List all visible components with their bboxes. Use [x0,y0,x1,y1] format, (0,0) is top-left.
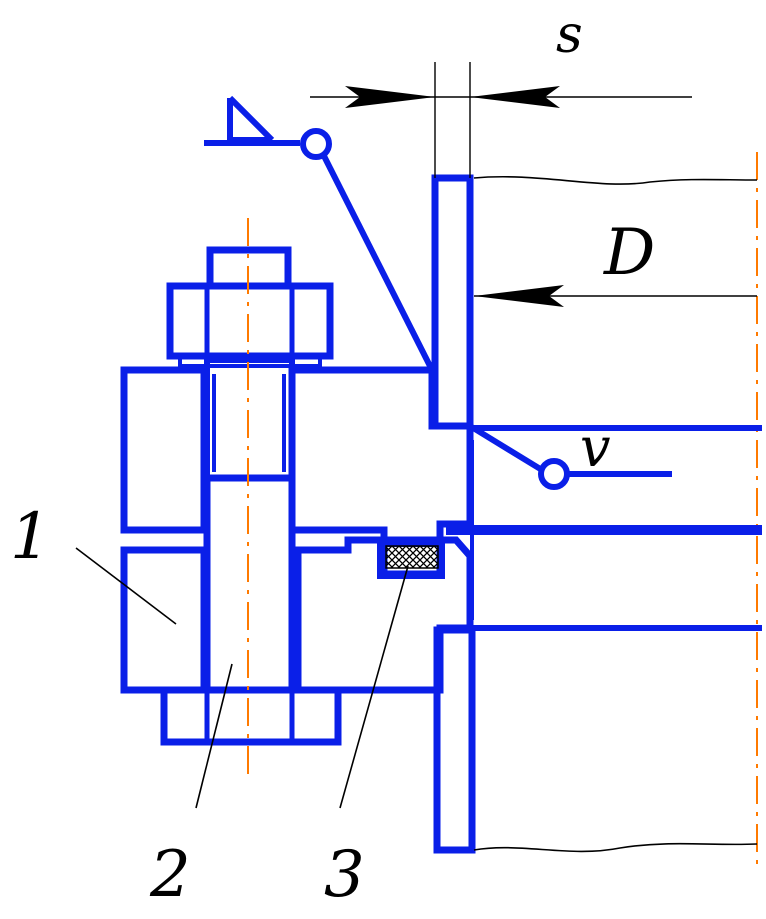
nut-body [166,282,334,360]
weld-triangle-hyp [227,95,275,143]
circle-node-icon-v [538,458,570,490]
upper-flange-inner [288,366,474,544]
leader-part-1 [75,547,177,625]
s-arrow-left-icon [345,86,435,108]
pipe-break-top [473,175,758,185]
s-arrow-right-icon [470,86,560,108]
weld-leader-line [321,154,435,372]
bolt-head [160,686,342,746]
label-s: s [556,5,583,65]
label-part-2: 2 [149,838,191,912]
label-v: v [580,416,611,479]
D-arrow-icon [474,285,564,307]
leader-part-3 [339,565,409,809]
gasket-seal [377,541,445,579]
leader-part-2 [195,663,233,809]
pipe-break-bottom [473,842,758,853]
bolt-shank [203,474,296,694]
circle-node-icon [300,128,332,160]
upper-pipe-wall [431,174,474,430]
lower-flange-left [120,546,208,694]
weld-triangle-icon [227,98,272,143]
gasket-core [385,545,439,569]
upper-flange [120,366,208,534]
label-part-3: 3 [324,838,365,912]
bolt-upper-shank [204,357,295,481]
v-leader-line [468,423,544,473]
washer [178,354,322,368]
label-part-1: 1 [10,500,51,574]
label-D: D [603,216,655,290]
